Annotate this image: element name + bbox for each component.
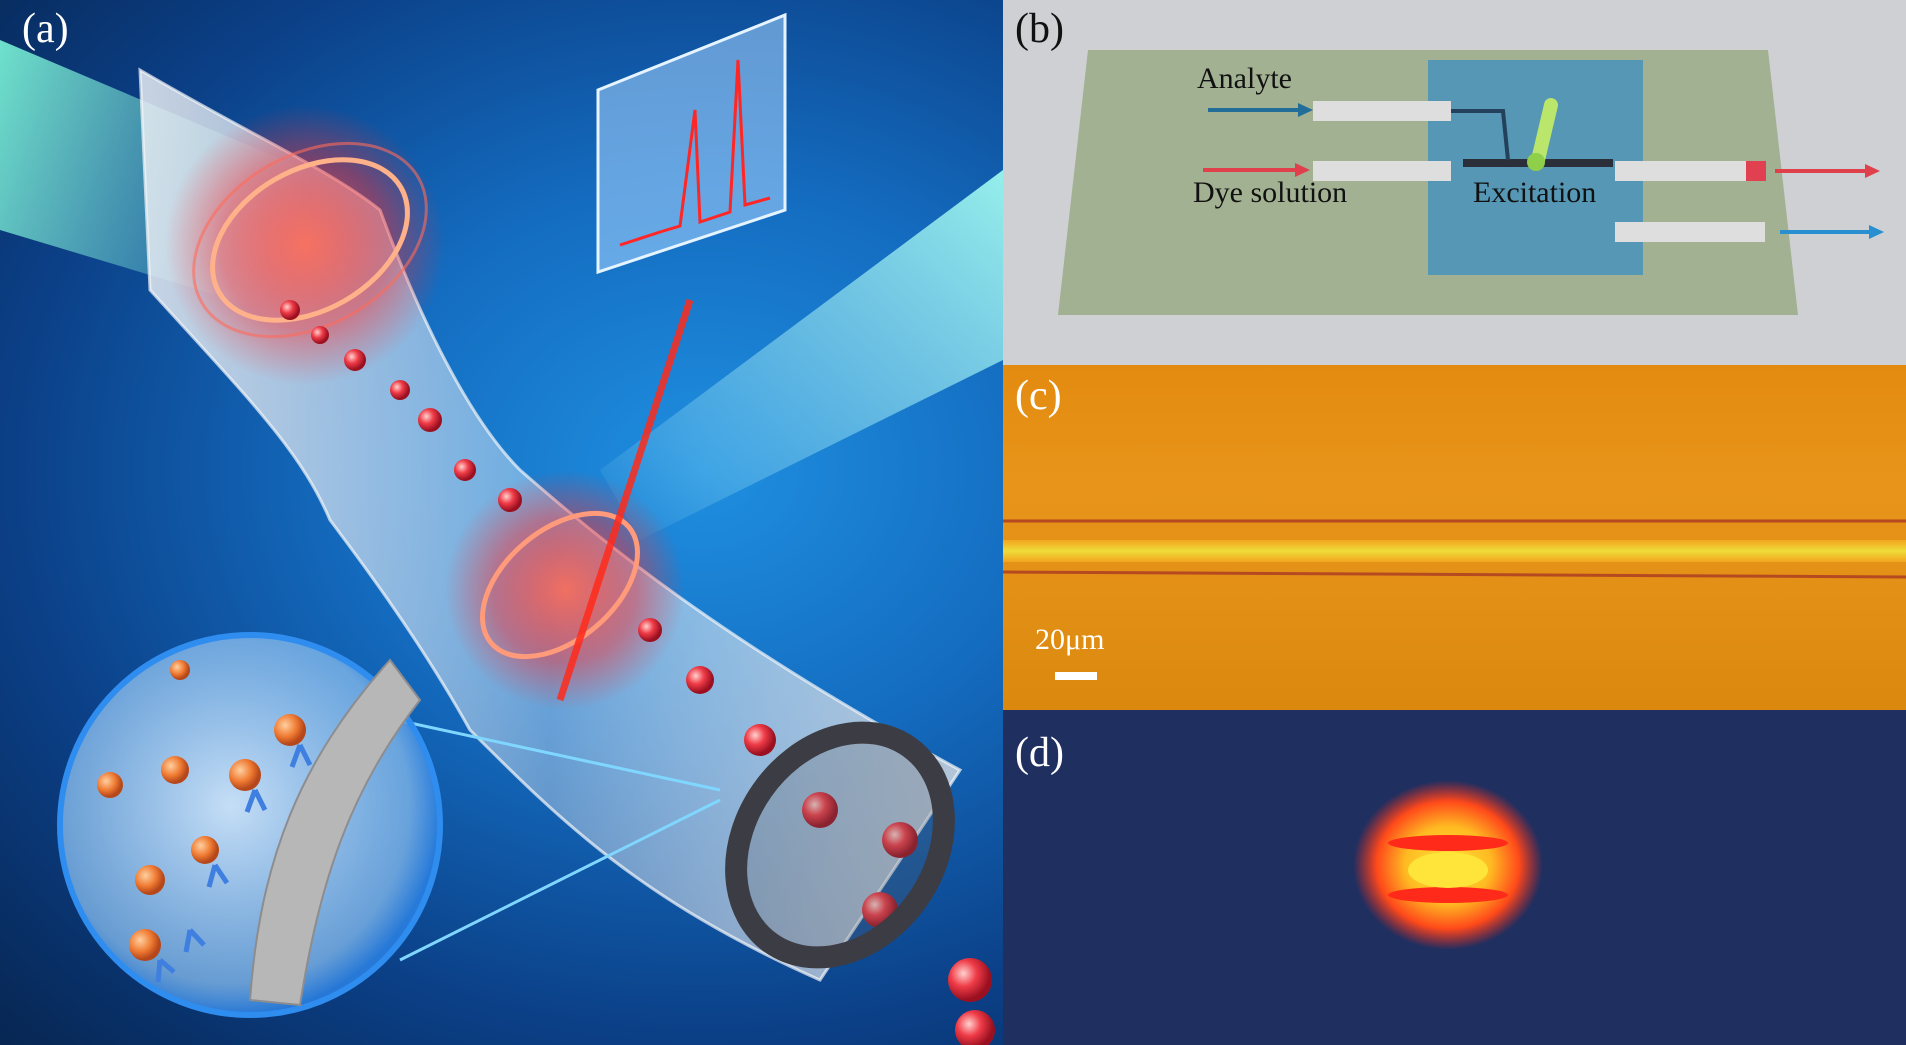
spectrum-trace	[619, 59, 771, 247]
dye-solution-label: Dye solution	[1193, 176, 1348, 209]
capillary-micrograph	[1003, 519, 1906, 579]
panel-a-illustration: (a)	[0, 0, 1003, 1045]
whispering-gallery-ring-upper	[210, 157, 410, 323]
outlet-tube-end	[1746, 161, 1766, 181]
panel-d-label: (d)	[1015, 730, 1064, 776]
dye-inlet-tube	[1313, 161, 1451, 181]
panel-c-micrograph: (c) 20μm	[1003, 365, 1906, 710]
panel-c-label: (c)	[1015, 373, 1062, 419]
analyte-channel	[1451, 109, 1510, 161]
outlet-tube-lower	[1615, 222, 1765, 242]
wgm-ring-outer	[192, 141, 428, 339]
emission-band-lower	[1388, 887, 1508, 903]
analyte-inlet-tube	[1313, 101, 1451, 121]
emission-core	[1408, 852, 1488, 888]
resonance-glow-upper	[165, 105, 445, 385]
scale-bar-text: 20μm	[1035, 623, 1105, 656]
panel-b-chip-schematic: (b) Analyte Dye solution Excitation	[1003, 0, 1906, 365]
panel-a-label: (a)	[22, 6, 69, 52]
capillary-opening	[725, 721, 955, 969]
scale-bar	[1055, 672, 1097, 680]
excitation-spot	[1527, 153, 1545, 171]
panel-d-emission-image: (d)	[1003, 710, 1906, 1045]
pump-beam-right	[600, 170, 1003, 540]
outlet-tube-upper	[1615, 161, 1765, 181]
antibody-receptors	[97, 660, 313, 983]
excitation-label: Excitation	[1473, 176, 1597, 209]
dye-particles	[280, 300, 995, 1045]
analyte-label: Analyte	[1197, 62, 1292, 95]
excitation-fiber	[1531, 98, 1558, 167]
tube-wall-section	[248, 658, 422, 1007]
laser-emission-beam	[556, 298, 694, 702]
panel-b-label: (b)	[1015, 6, 1064, 52]
chip-schematic-graphic	[1058, 50, 1884, 315]
spectrum-monitor	[596, 12, 787, 275]
optofluidic-fiber-illustration	[0, 12, 1003, 1045]
zoom-line-lower	[399, 798, 721, 962]
lasing-emission-image	[1353, 780, 1543, 950]
fluorescent-core	[1003, 540, 1906, 562]
capillary-wall-lower	[1003, 570, 1906, 579]
whispering-gallery-ring-lower	[480, 510, 640, 660]
resonance-glow-lower	[445, 470, 685, 710]
emission-band-upper	[1388, 835, 1508, 851]
